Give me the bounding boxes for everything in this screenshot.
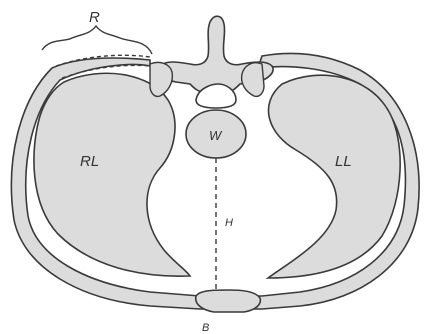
- label-left-lung: LL: [335, 153, 352, 170]
- label-sternum: B: [202, 322, 209, 334]
- label-depth: H: [225, 217, 233, 229]
- rib-brace: [42, 26, 152, 54]
- left-rib-head: [242, 63, 264, 97]
- label-vertebra: W: [209, 128, 223, 143]
- right-lung: [34, 73, 190, 276]
- label-right-ribs: R: [89, 9, 100, 26]
- label-right-lung: RL: [80, 153, 99, 170]
- right-rib-head: [150, 62, 172, 96]
- sternum: [196, 290, 261, 312]
- left-lung: [268, 75, 400, 278]
